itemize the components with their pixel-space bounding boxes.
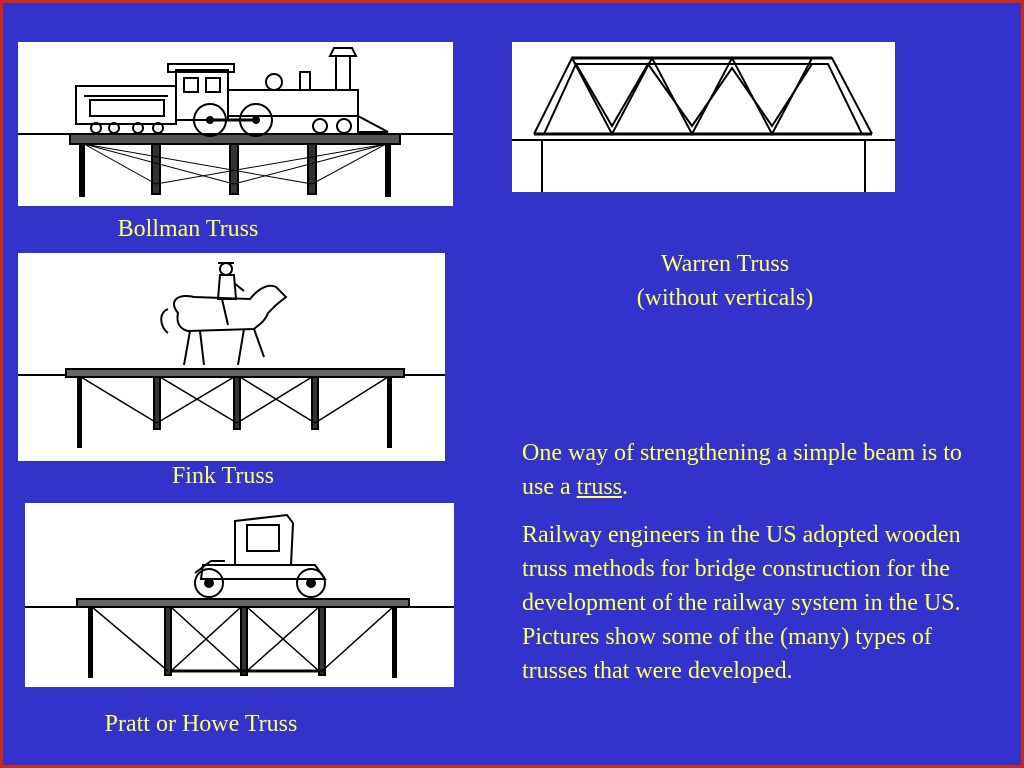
warren-truss-figure xyxy=(512,42,895,192)
warren-truss-icon xyxy=(512,55,895,192)
fink-truss-figure xyxy=(18,253,445,461)
intro-period: . xyxy=(622,474,628,500)
intro-paragraph: One way of strengthening a simple beam i… xyxy=(522,436,992,504)
body-text: One way of strengthening a simple beam i… xyxy=(522,436,992,702)
railway-paragraph: Railway engineers in the US adopted wood… xyxy=(522,522,961,684)
bollman-truss-figure xyxy=(18,42,453,206)
locomotive-on-bollman-truss-icon xyxy=(18,47,453,197)
intro-text: One way of strengthening a simple beam i… xyxy=(522,440,962,500)
truss-link[interactable]: truss xyxy=(576,474,622,500)
bollman-truss-caption: Bollman Truss xyxy=(117,216,259,242)
slide: Bollman Truss Warren Truss (w xyxy=(3,3,1021,765)
pratt-truss-figure xyxy=(25,503,454,687)
horse-rider-on-fink-truss-icon xyxy=(18,262,445,448)
car-on-pratt-truss-icon xyxy=(25,513,454,678)
pratt-truss-caption: Pratt or Howe Truss xyxy=(104,711,298,737)
warren-truss-caption-line2: (without verticals) xyxy=(636,285,814,311)
fink-truss-caption: Fink Truss xyxy=(171,463,275,489)
warren-truss-caption: Warren Truss (without verticals) xyxy=(575,247,875,315)
warren-truss-caption-line1: Warren Truss xyxy=(660,251,790,277)
